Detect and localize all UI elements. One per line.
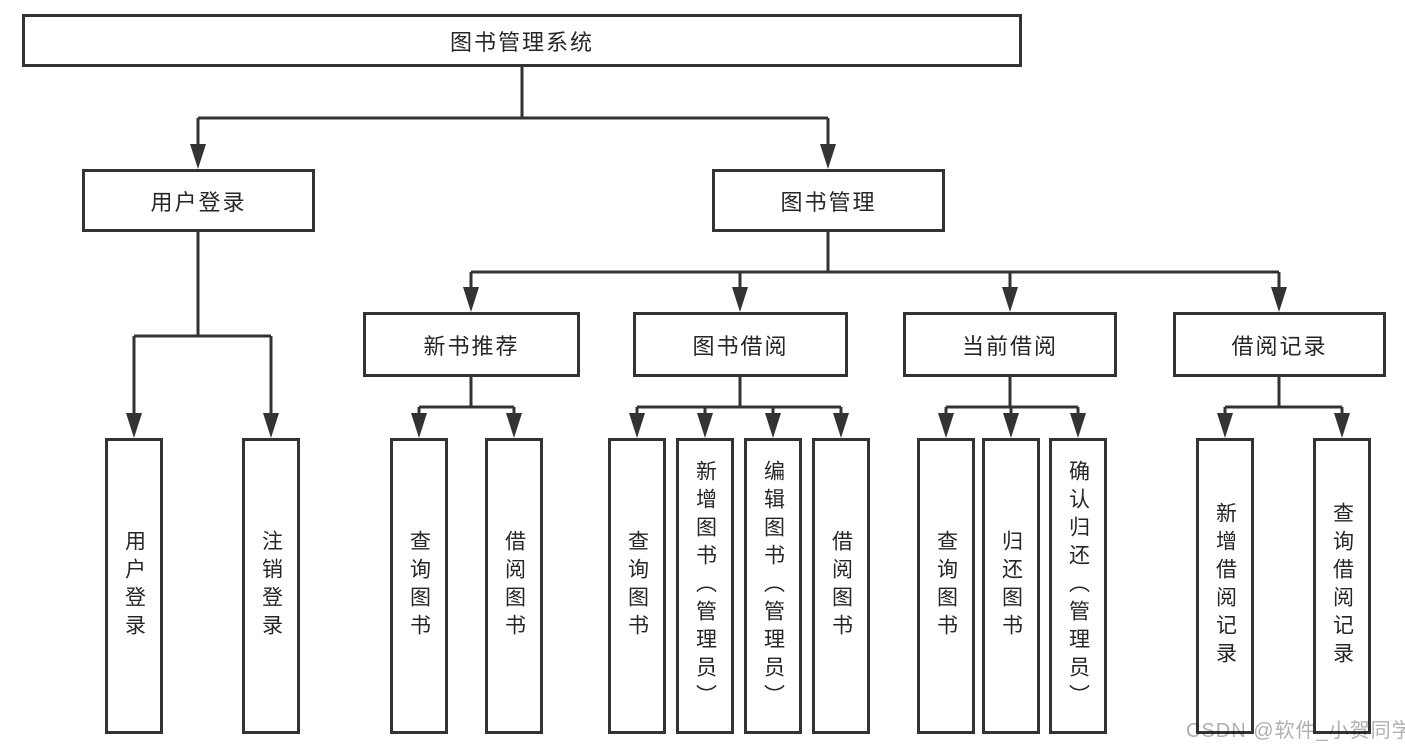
node-label: 归还图书 [999, 530, 1023, 642]
arrowhead [190, 144, 206, 169]
connector-book-borrowing-children [635, 377, 843, 416]
arrowhead [697, 413, 713, 438]
node-label: 查询借阅记录 [1330, 502, 1354, 670]
node-label: 借阅图书 [502, 530, 526, 642]
node-label: 当前借阅 [961, 333, 1058, 359]
arrowhead [833, 413, 849, 438]
leaf-logout: 注销登录 [242, 438, 300, 734]
node-book-management: 图书管理 [712, 169, 945, 232]
csdn-watermark: CSDN @软件_小贺同学 [1186, 720, 1405, 742]
connector-book-management-children [469, 232, 1281, 288]
node-book-borrowing: 图书借阅 [633, 312, 848, 377]
leaf-user-login: 用户登录 [105, 438, 163, 734]
leaf-query-books-current: 查询图书 [917, 438, 975, 734]
arrowhead [1003, 413, 1019, 438]
arrowhead [629, 413, 645, 438]
node-label: 图书管理系统 [449, 29, 594, 55]
node-label: 新增图书（管理员） [693, 460, 717, 712]
arrowhead [411, 413, 427, 438]
connector-current-borrowing-children [944, 377, 1080, 416]
connector-borrowing-records-children [1223, 377, 1344, 416]
arrowhead [1070, 413, 1086, 438]
leaf-query-books-borrowing: 查询图书 [608, 438, 666, 734]
arrowhead [1002, 287, 1018, 312]
node-label: 查询图书 [625, 530, 649, 642]
leaf-return-books: 归还图书 [982, 438, 1040, 734]
node-new-book-recommend: 新书推荐 [363, 312, 580, 377]
leaf-confirm-return-admin: 确认归还（管理员） [1049, 438, 1107, 734]
node-label: 查询图书 [934, 530, 958, 642]
leaf-add-borrow-record: 新增借阅记录 [1196, 438, 1254, 734]
node-label: 新增借阅记录 [1213, 502, 1237, 670]
node-label: 图书管理 [780, 189, 877, 215]
node-borrowing-records: 借阅记录 [1173, 312, 1386, 377]
connector-new-book-children [417, 377, 516, 416]
arrowhead [1217, 413, 1233, 438]
node-label: 编辑图书（管理员） [761, 460, 785, 712]
arrowhead [765, 413, 781, 438]
node-label: 图书借阅 [692, 333, 789, 359]
node-label: 用户登录 [150, 189, 247, 215]
connector-user-login-children [132, 232, 273, 416]
leaf-query-books-recommend: 查询图书 [390, 438, 448, 734]
node-label: 借阅记录 [1231, 333, 1328, 359]
node-user-login: 用户登录 [82, 169, 315, 232]
node-system-root: 图书管理系统 [22, 14, 1022, 67]
node-label: 借阅图书 [829, 530, 853, 642]
arrowhead [820, 144, 836, 169]
arrowhead [126, 413, 142, 438]
leaf-borrow-books-borrowing: 借阅图书 [812, 438, 870, 734]
node-current-borrowing: 当前借阅 [903, 312, 1117, 377]
arrowhead [1334, 413, 1350, 438]
arrowhead [463, 287, 479, 312]
arrowhead [263, 413, 279, 438]
connector-root-to-level2 [196, 67, 830, 145]
node-label: 确认归还（管理员） [1066, 460, 1090, 712]
arrowhead [732, 287, 748, 312]
arrowhead [506, 413, 522, 438]
leaf-borrow-books-recommend: 借阅图书 [485, 438, 543, 734]
arrowhead [1271, 287, 1287, 312]
node-label: 注销登录 [259, 530, 283, 642]
arrowhead [938, 413, 954, 438]
node-label: 用户登录 [122, 530, 146, 642]
node-label: 查询图书 [407, 530, 431, 642]
leaf-query-borrow-record: 查询借阅记录 [1313, 438, 1371, 734]
leaf-edit-books-admin: 编辑图书（管理员） [744, 438, 802, 734]
leaf-add-books-admin: 新增图书（管理员） [676, 438, 734, 734]
node-label: 新书推荐 [423, 333, 520, 359]
